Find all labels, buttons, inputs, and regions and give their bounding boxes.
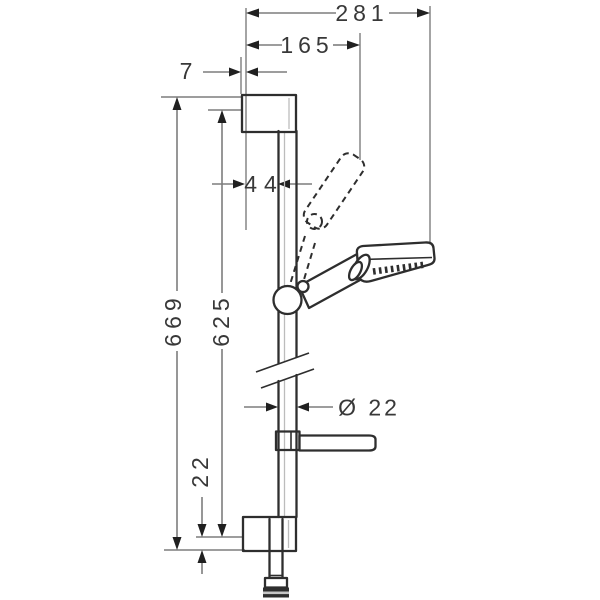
arrowhead xyxy=(217,110,227,123)
arrowhead xyxy=(197,550,207,563)
dimension-bottom-offset: 22 xyxy=(187,452,213,574)
dim-label-diameter-22: Ø 22 xyxy=(338,395,400,421)
dim-label-22: 22 xyxy=(187,452,213,488)
dimension-top-offset: 7 xyxy=(180,58,287,84)
arrowhead xyxy=(172,97,182,110)
hose-outlet xyxy=(263,517,289,598)
dim-label-7: 7 xyxy=(180,58,193,84)
slider-knob xyxy=(272,284,303,316)
connector-nut-stripe xyxy=(263,591,289,595)
dimension-handshower-reach: 165 xyxy=(246,32,360,58)
break-mark xyxy=(260,368,315,389)
slider-release-button xyxy=(296,279,310,294)
dashed-shower-head xyxy=(302,152,366,230)
hand-shower xyxy=(297,241,436,310)
dim-label-669: 669 xyxy=(160,293,186,346)
arrowhead xyxy=(297,402,309,412)
arrowhead xyxy=(217,524,227,537)
arrowhead xyxy=(233,179,245,189)
arrowhead xyxy=(246,40,259,50)
wall-bar xyxy=(255,129,315,519)
slider-holder xyxy=(272,279,310,316)
arrowhead xyxy=(229,67,241,77)
soap-dish-arm xyxy=(298,434,377,452)
arrowhead xyxy=(266,402,278,412)
dashed-handle-edge xyxy=(287,235,306,292)
arrowhead xyxy=(172,537,182,550)
break-mark xyxy=(255,352,310,373)
spray-nozzles xyxy=(372,261,427,275)
dashed-joint xyxy=(306,213,323,230)
dim-label-281: 281 xyxy=(335,0,388,26)
extension-lines xyxy=(161,6,431,551)
dimension-hole-distance: 625 xyxy=(208,110,234,537)
top-wall-bracket xyxy=(240,93,298,134)
shower-head-face-line xyxy=(360,256,433,261)
dim-label-44: 44 xyxy=(244,171,284,197)
dim-label-165: 165 xyxy=(280,32,333,58)
dimension-bar-offset: 44 xyxy=(212,171,312,197)
dimension-bar-diameter: Ø 22 xyxy=(244,395,400,421)
soap-dish xyxy=(274,430,377,452)
connector-neck xyxy=(263,576,289,589)
dimension-bar-length: 669 xyxy=(160,97,186,550)
arrowhead xyxy=(347,40,360,50)
arrowhead xyxy=(197,524,207,537)
shower-head xyxy=(355,241,436,283)
bracket-body xyxy=(240,93,298,134)
handle-collar-inner xyxy=(347,260,364,282)
arrowhead xyxy=(246,67,258,77)
arrowhead xyxy=(417,8,430,18)
dim-label-625: 625 xyxy=(208,293,234,346)
arrowhead xyxy=(246,8,259,18)
dimension-top-width: 281 xyxy=(246,0,430,26)
